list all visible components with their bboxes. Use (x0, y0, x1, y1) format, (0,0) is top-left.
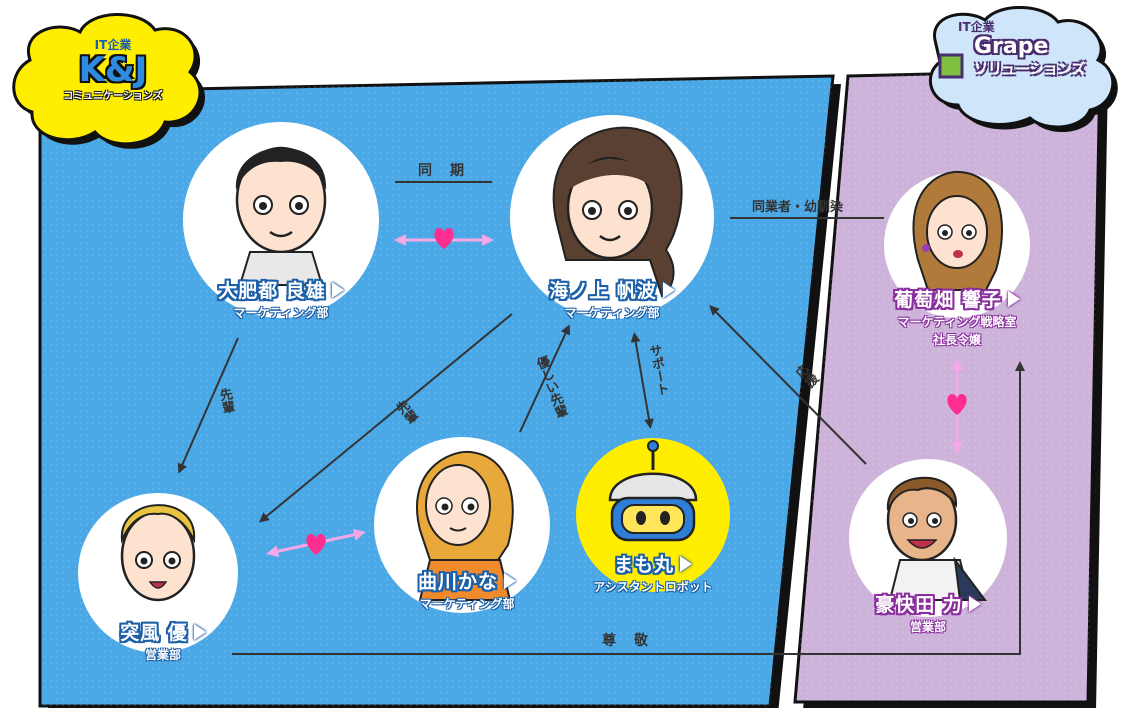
label-riki: 豪快田 力 営業部 (833, 590, 1023, 635)
relation-lines (177, 181, 1025, 655)
earring-icon (922, 244, 930, 252)
dept-taro: マーケティング部 (233, 306, 329, 320)
label-yu: 突風 優 営業部 (68, 618, 258, 663)
rel-douki: 同 期 (418, 163, 466, 179)
hearts (306, 228, 967, 555)
portrait-kana (374, 437, 550, 613)
portrait-yu (78, 493, 238, 653)
senpai2-arrow (258, 313, 513, 523)
grape-prefix: IT企業 (958, 20, 995, 34)
heart-icon (434, 228, 454, 249)
name-riki: 豪快田 力 (875, 594, 963, 616)
portrait-riki (849, 459, 1007, 617)
grape-name: Grape (974, 34, 1049, 59)
play-icon (968, 596, 981, 612)
play-icon (193, 624, 206, 640)
play-icon (680, 556, 692, 572)
kj-sub: コミュニケーションズ (63, 91, 163, 102)
name-taro: 大肥都 良雄 (218, 280, 326, 302)
kj-logo: IT企業 K&J コミュニケーションズ (38, 36, 188, 102)
name-kyoko: 葡萄畑 響子 (894, 289, 1002, 311)
name-hanami: 海ノ上 帆波 (549, 280, 657, 302)
sonkei-arrow (232, 361, 1025, 655)
dept-mamo: アシスタントロボット (593, 580, 713, 594)
support-arrow (630, 332, 654, 429)
ouen-arrow (709, 305, 867, 465)
play-icon (504, 573, 516, 589)
dept-yu: 営業部 (144, 648, 181, 662)
rel-gyousha: 同業者・幼馴染 (752, 200, 844, 215)
heart-icon (947, 394, 967, 415)
name-mamo: まも丸 (613, 554, 674, 576)
dept-hanami: マーケティング部 (564, 306, 660, 320)
dept-riki: 営業部 (909, 620, 946, 634)
label-kana: 曲川かな マーケティング部 (372, 567, 562, 612)
portrait-kyoko (884, 170, 1030, 318)
grape-logo: IT企業 Grape ソリューションズ (948, 18, 1098, 79)
senpai1-arrow (177, 337, 239, 474)
portrait-taro (183, 122, 379, 318)
dept-kyoko: マーケティング戦略室 (897, 315, 1017, 329)
kj-prefix: IT企業 (94, 38, 132, 52)
label-taro: 大肥都 良雄 マーケティング部 (181, 276, 381, 321)
rel-sonkei: 尊 敬 (602, 633, 650, 649)
play-icon (331, 282, 344, 298)
grape-logo-cloud (928, 6, 1118, 133)
name-yu: 突風 優 (120, 622, 188, 644)
heart-icon (306, 534, 326, 555)
dept-kana: マーケティング部 (419, 597, 515, 611)
label-hanami: 海ノ上 帆波 マーケティング部 (512, 276, 712, 321)
dept2-kyoko: 社長令嬢 (932, 333, 981, 347)
portrait-mamo (576, 438, 730, 592)
grape-sub: ソリューションズ (974, 62, 1086, 78)
label-mamo: まも丸 アシスタントロボット (558, 550, 748, 595)
grape-logo-mark-icon (938, 53, 964, 79)
play-icon (1007, 291, 1020, 307)
kj-name: K&J (78, 50, 148, 90)
kj-logo-cloud (12, 13, 205, 149)
play-icon (662, 282, 675, 298)
label-kyoko: 葡萄畑 響子 マーケティング戦略室 社長令嬢 (857, 285, 1057, 348)
name-kana: 曲川かな (417, 571, 498, 593)
yasashii-arrow (519, 324, 571, 433)
portrait-hanami (510, 115, 714, 319)
